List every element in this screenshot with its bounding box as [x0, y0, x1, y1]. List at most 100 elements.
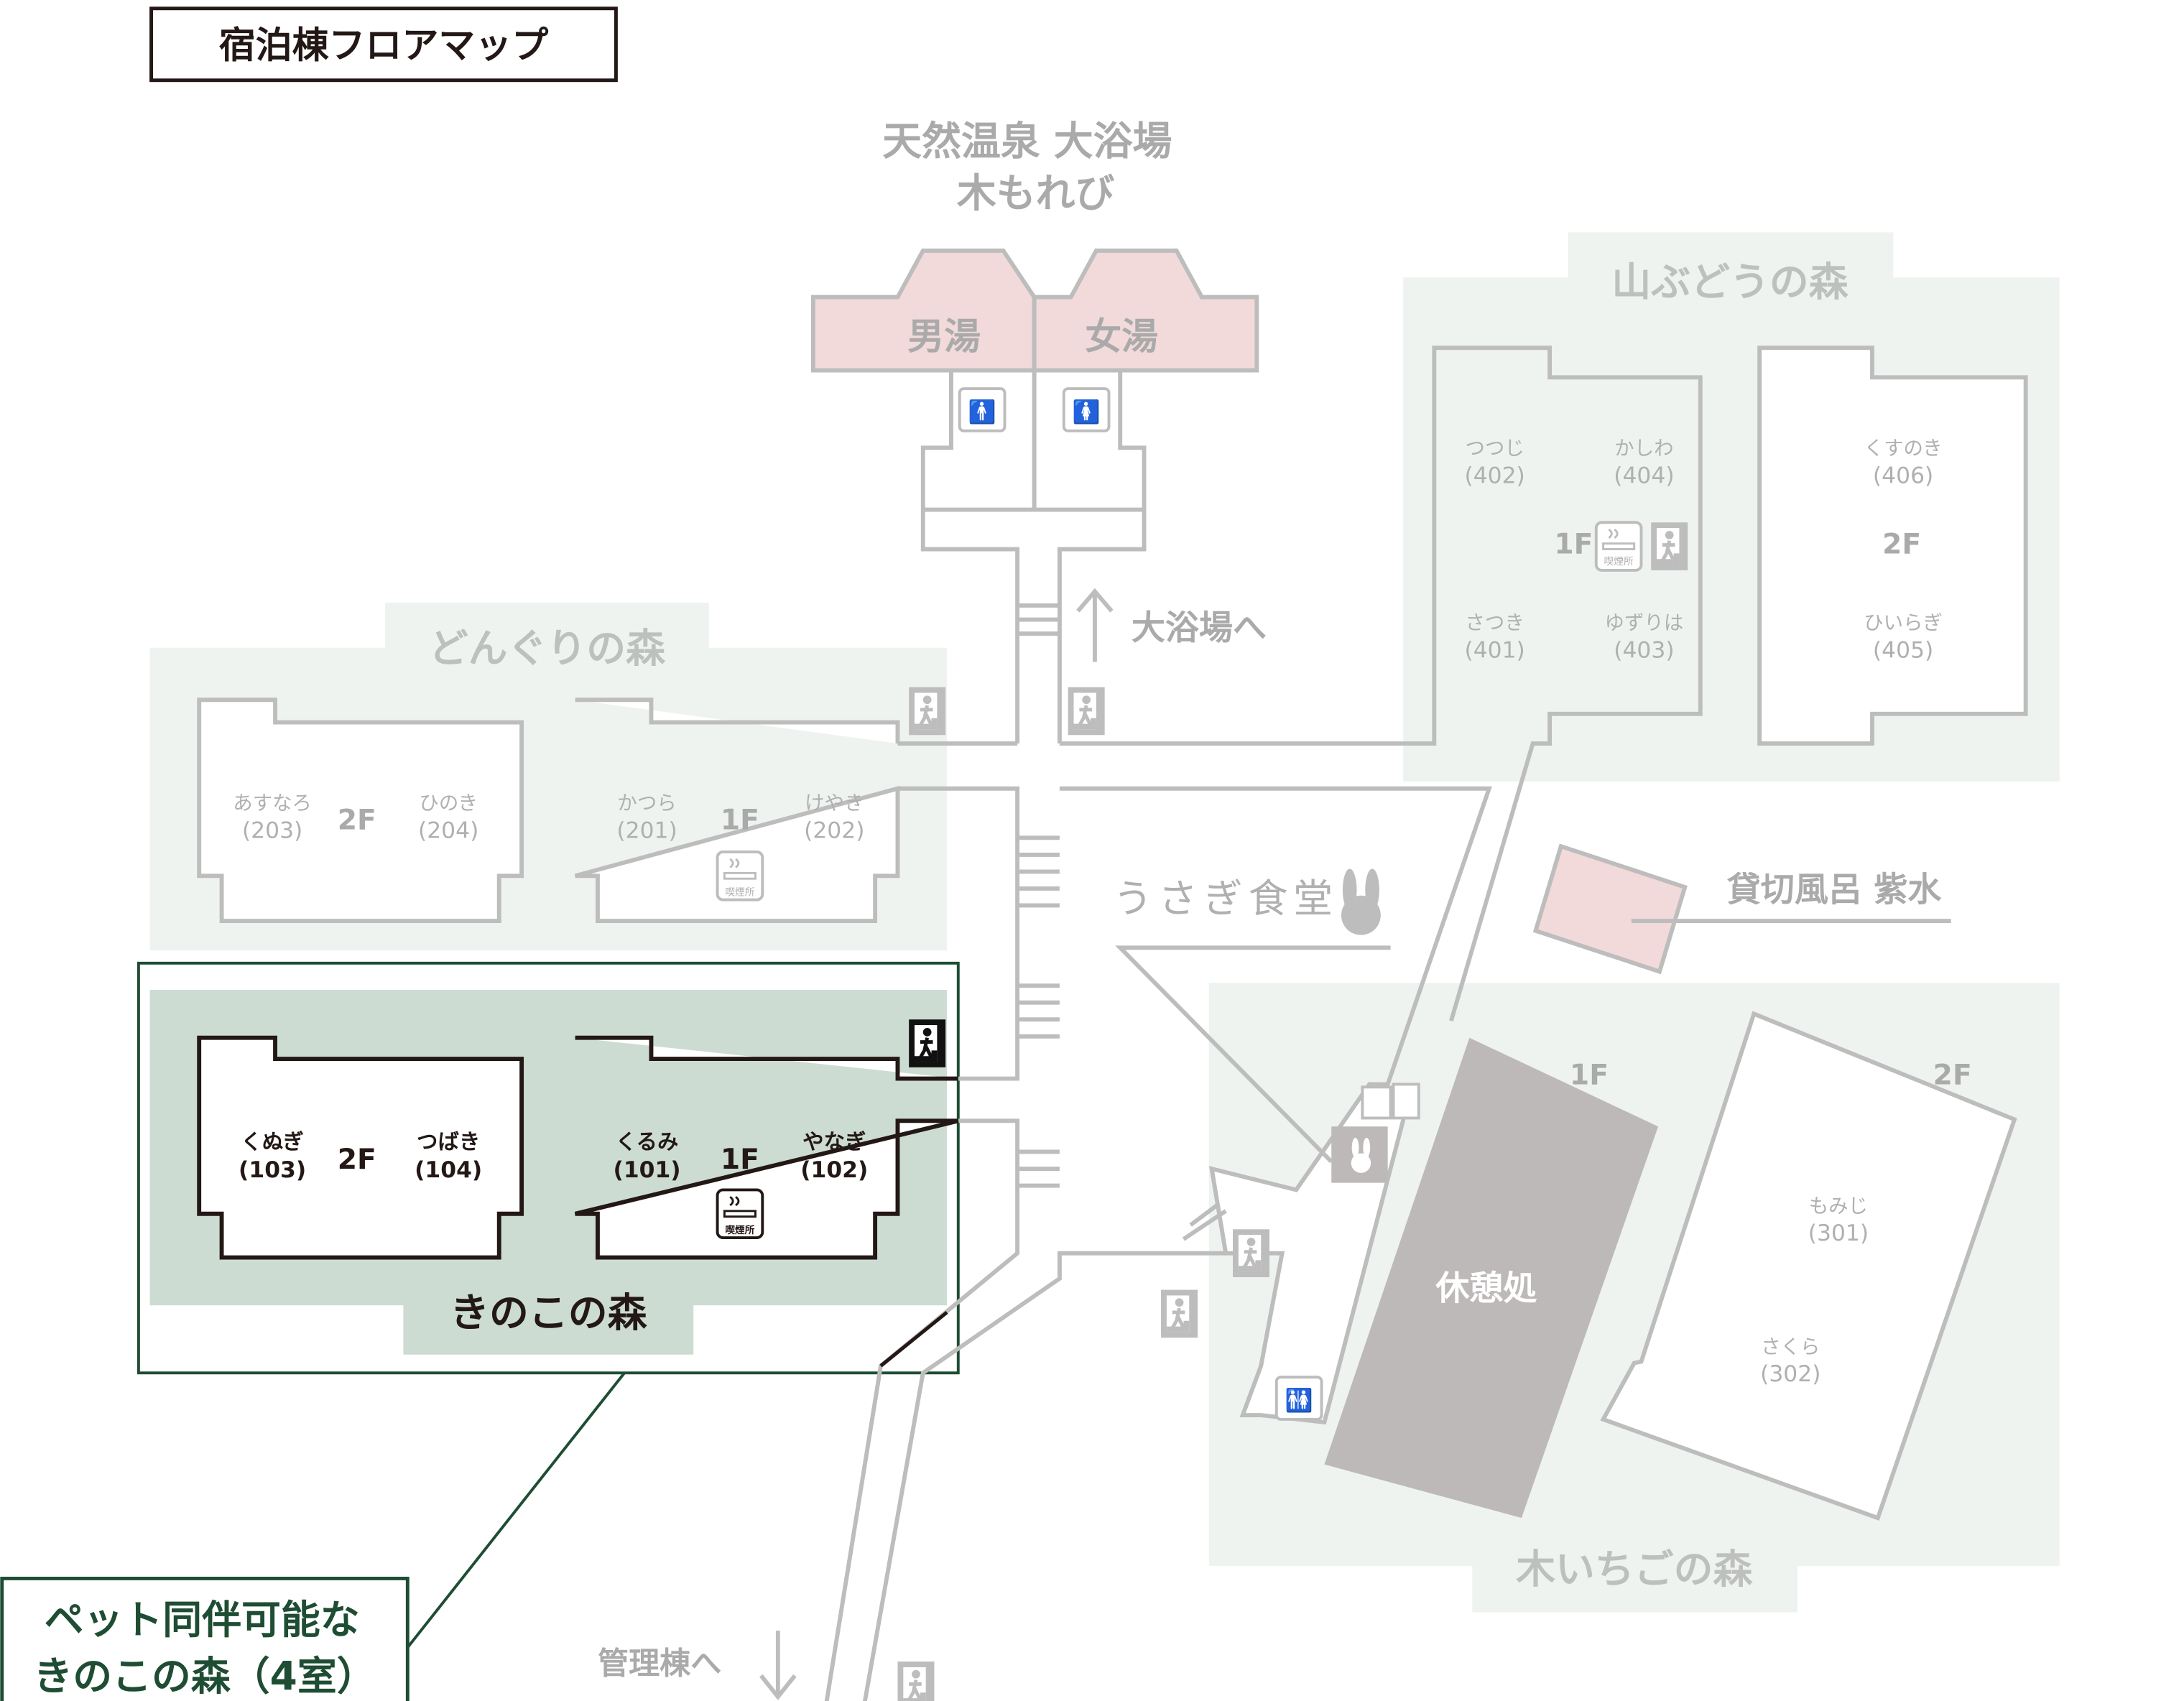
svg-text:(201): (201) — [616, 817, 677, 843]
svg-text:やなぎ: やなぎ — [802, 1130, 866, 1154]
room-kurumi[interactable]: くるみ (101) — [613, 1130, 680, 1183]
floor-label: 2F — [1933, 1059, 1972, 1091]
to-admin-label[interactable]: 管理棟へ — [598, 1646, 721, 1682]
page-title: 宿泊棟フロアマップ — [219, 24, 549, 67]
svg-text:つばき: つばき — [417, 1130, 480, 1154]
room-momiji[interactable]: もみじ(301) — [1808, 1195, 1869, 1246]
rest-area-label[interactable]: 休憩処 — [1435, 1269, 1537, 1308]
room-keyaki[interactable]: けやき(202) — [804, 792, 864, 843]
room-tsubaki[interactable]: つばき (104) — [415, 1130, 482, 1183]
svg-text:くすのき: くすのき — [1864, 437, 1943, 460]
room-tsutsuji[interactable]: つつじ (402) — [1464, 437, 1524, 488]
svg-text:くぬぎ: くぬぎ — [241, 1130, 304, 1154]
arrow-down-icon — [759, 1630, 797, 1700]
smoking-area-icon: 喫煙所 — [716, 850, 764, 902]
private-bath-room[interactable] — [1532, 843, 1688, 975]
kiichigo-label: 木いちごの森 — [1516, 1546, 1753, 1592]
svg-text:かしわ: かしわ — [1614, 437, 1673, 460]
svg-text:つつじ: つつじ — [1465, 437, 1524, 460]
emergency-exit-icon — [1161, 1290, 1198, 1338]
svg-text:(401): (401) — [1464, 637, 1524, 663]
bath-subtitle: 木もれび — [957, 170, 1115, 216]
svg-text:🚺: 🚺 — [1073, 399, 1101, 425]
room-hinoki[interactable]: ひのき(204) — [418, 792, 478, 843]
room-asunaro[interactable]: あすなろ(203) — [233, 792, 312, 843]
kinoko-label[interactable]: きのこの森 — [450, 1290, 647, 1336]
private-bath-label[interactable]: 貸切風呂 紫水 — [1727, 871, 1943, 910]
emergency-exit-icon — [1651, 522, 1688, 570]
room-kusunoki[interactable]: くすのき (406) — [1864, 437, 1943, 488]
svg-text:ひいらぎ: ひいらぎ — [1864, 612, 1943, 634]
kinoko-highlight-frame — [136, 961, 960, 1375]
floor-label: 2F — [1882, 528, 1921, 560]
svg-text:(405): (405) — [1873, 637, 1933, 663]
svg-text:喫煙所: 喫煙所 — [1604, 556, 1634, 567]
room-kashiwa[interactable]: かしわ (404) — [1614, 437, 1674, 488]
svg-text:さつき: さつき — [1465, 612, 1524, 634]
womens-bath-label[interactable]: 女湯 — [1085, 316, 1158, 358]
mens-bath-label[interactable]: 男湯 — [907, 316, 981, 358]
smoking-area-icon: 喫煙所 — [1594, 521, 1643, 572]
svg-text:(406): (406) — [1873, 463, 1933, 488]
room-yanagi[interactable]: やなぎ (102) — [800, 1130, 868, 1183]
svg-text:けやき: けやき — [805, 792, 864, 815]
donguri-label: どんぐりの森 — [429, 625, 666, 671]
svg-text:さくら: さくら — [1761, 1336, 1820, 1358]
floor-label: 1F — [721, 1144, 759, 1176]
smoking-area-icon: 喫煙所 — [716, 1188, 764, 1240]
yamabudou-label: 山ぶどうの森 — [1611, 259, 1848, 305]
floor-label: 1F — [1570, 1059, 1609, 1091]
svg-text:くるみ: くるみ — [616, 1130, 679, 1154]
floor-label: 2F — [338, 1144, 376, 1176]
svg-text:(203): (203) — [242, 817, 302, 843]
svg-text:🚹: 🚹 — [968, 399, 996, 425]
restaurant-label[interactable]: うさぎ食堂 — [1113, 876, 1338, 922]
pet-callout-line1: ペット同伴可能な — [45, 1597, 360, 1643]
svg-text:(202): (202) — [804, 817, 864, 843]
emergency-exit-icon — [909, 687, 945, 736]
svg-text:あすなろ: あすなろ — [233, 792, 312, 815]
floor-label: 1F — [1554, 528, 1593, 560]
svg-text:(104): (104) — [415, 1157, 482, 1183]
pet-callout-line2: きのこの森（4室） — [33, 1653, 376, 1699]
svg-text:(103): (103) — [239, 1157, 306, 1183]
emergency-exit-icon — [1233, 1229, 1269, 1277]
rabbit-icon — [1341, 868, 1381, 935]
bath-title: 天然温泉 大浴場 — [882, 119, 1172, 164]
svg-text:(204): (204) — [418, 817, 478, 843]
room-kunugi[interactable]: くぬぎ (103) — [239, 1130, 306, 1183]
room-sakura[interactable]: さくら (302) — [1760, 1336, 1820, 1387]
svg-text:(101): (101) — [613, 1157, 680, 1183]
emergency-exit-icon — [897, 1661, 934, 1701]
room-yuzuriha[interactable]: ゆずりは(403) — [1605, 612, 1684, 663]
svg-text:もみじ: もみじ — [1809, 1195, 1868, 1218]
svg-text:喫煙所: 喫煙所 — [725, 887, 754, 899]
rest-area[interactable] — [1324, 1037, 1659, 1519]
svg-text:(402): (402) — [1464, 463, 1524, 488]
floor-label: 1F — [721, 805, 759, 837]
to-bath-label[interactable]: 大浴場へ — [1132, 608, 1267, 648]
svg-text:(403): (403) — [1614, 637, 1674, 663]
toilet-icon: 🚻 — [1274, 1376, 1323, 1421]
room-satsuki[interactable]: さつき (401) — [1464, 612, 1524, 663]
pet-callout-box — [0, 1577, 410, 1701]
svg-text:ひのき: ひのき — [419, 792, 478, 815]
svg-text:(404): (404) — [1614, 463, 1674, 488]
emergency-exit-icon — [1068, 687, 1105, 736]
room-hiiragi[interactable]: ひいらぎ (405) — [1864, 612, 1943, 663]
floor-label: 2F — [338, 805, 376, 837]
room-katsura[interactable]: かつら(201) — [616, 792, 677, 843]
svg-text:🚻: 🚻 — [1285, 1387, 1313, 1414]
emergency-exit-icon — [909, 1019, 945, 1067]
svg-text:喫煙所: 喫煙所 — [725, 1224, 754, 1236]
title-box — [149, 6, 618, 83]
toilet-icon: 🚹 — [958, 387, 1007, 432]
svg-text:(102): (102) — [800, 1157, 868, 1183]
arrow-up-icon — [1076, 588, 1114, 662]
svg-text:かつら: かつら — [617, 792, 676, 815]
toilet-icon: 🚺 — [1062, 387, 1111, 432]
rabbit-icon — [1351, 1137, 1371, 1173]
svg-text:(302): (302) — [1760, 1361, 1820, 1387]
svg-text:(301): (301) — [1808, 1220, 1869, 1246]
